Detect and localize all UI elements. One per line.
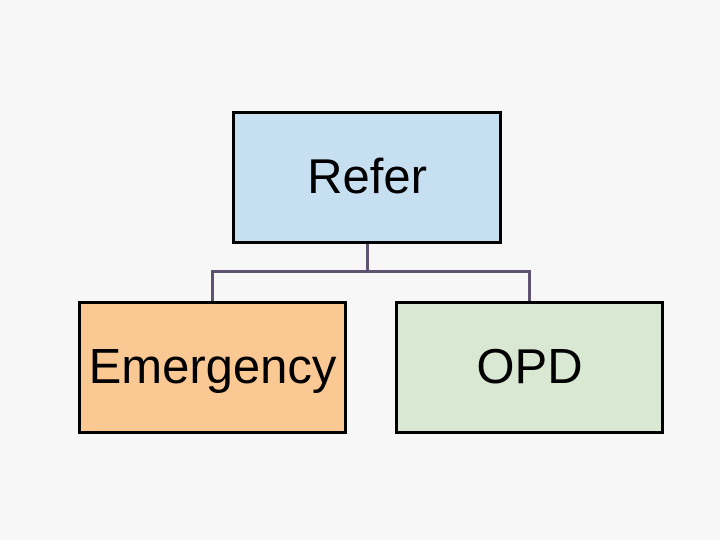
connector-horizontal: [211, 270, 531, 273]
node-opd-label: OPD: [476, 340, 583, 394]
node-refer[interactable]: Refer: [232, 111, 502, 244]
node-emergency[interactable]: Emergency: [78, 301, 347, 434]
connector-stem: [366, 244, 369, 273]
connector-drop-left: [211, 270, 214, 301]
node-refer-label: Refer: [307, 150, 427, 204]
node-emergency-label: Emergency: [88, 340, 337, 394]
node-opd[interactable]: OPD: [395, 301, 664, 434]
connector-drop-right: [528, 270, 531, 301]
